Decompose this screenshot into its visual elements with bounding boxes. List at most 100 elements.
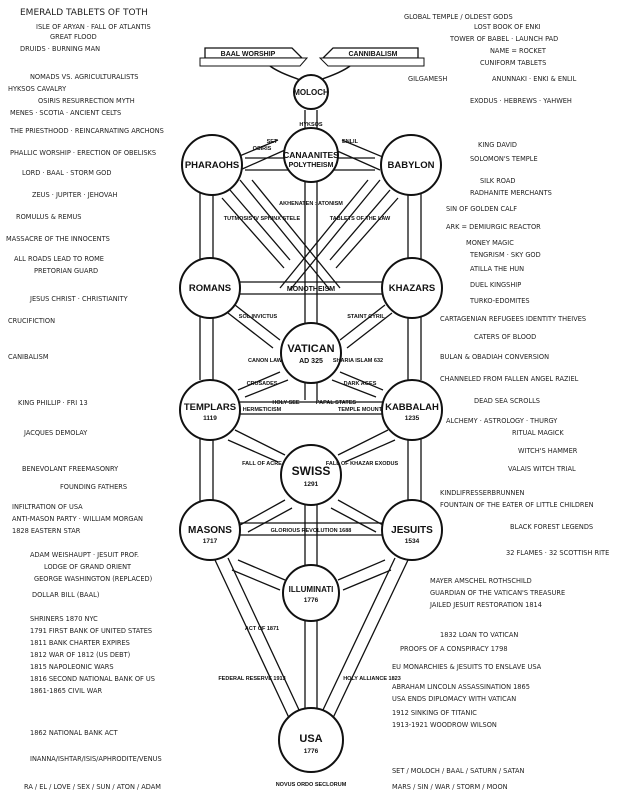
masons-node	[179, 499, 241, 561]
tablets-path-label: TABLETS OF THE LAW	[330, 216, 391, 222]
novus-ordo-label: NOVUS ORDO SECLORUM	[276, 782, 347, 788]
note-right: KING DAVID	[478, 141, 517, 149]
usa-year: 1776	[304, 748, 319, 755]
note-right: ALCHEMY · ASTROLOGY · THURGY	[446, 417, 558, 425]
note-left: ANTI-MASON PARTY · WILLIAM MORGAN	[12, 515, 143, 523]
note-left: RA / EL / LOVE / SEX / SUN / ATON / ADAM	[24, 783, 161, 791]
note-right: ANUNNAKI · ENKI & ENLIL	[492, 75, 577, 83]
khazars-label: KHAZARS	[389, 283, 435, 294]
note-left: BENEVOLANT FREEMASONRY	[22, 465, 119, 473]
note-left: 1861-1865 CIVIL WAR	[30, 687, 103, 695]
note-right: 1912 SINKING OF TITANIC	[392, 709, 477, 717]
note-left: LODGE OF GRAND ORIENT	[44, 563, 132, 571]
note-right: MAYER AMSCHEL ROTHSCHILD	[430, 577, 532, 585]
note-left: ZEUS · JUPITER · JEHOVAH	[32, 191, 118, 199]
note-left: 1815 NAPOLEONIC WARS	[30, 663, 114, 671]
note-left: HYKSOS CAVALRY	[8, 85, 67, 93]
note-left: PRETORIAN GUARD	[34, 267, 99, 275]
illuminati-year: 1776	[304, 597, 319, 604]
note-left: JACQUES DEMOLAY	[24, 429, 88, 437]
note-right: WITCH'S HAMMER	[518, 447, 578, 455]
swiss-label: SWISS	[292, 464, 331, 478]
note-right: RADHANITE MERCHANTS	[470, 189, 552, 197]
note-left: DRUIDS · BURNING MAN	[20, 45, 101, 53]
fall-of-khazar-path-label: FALL OF KHAZAR EXODUS	[326, 461, 399, 467]
note-left: PHALLIC WORSHIP · ERECTION OF OBELISKS	[10, 149, 157, 157]
glorious-revolution-path-label: GLORIOUS REVOLUTION 1688	[271, 528, 352, 534]
cannibalism-banner: CANNIBALISM	[318, 47, 425, 67]
note-right: 1913-1921 WOODROW WILSON	[392, 721, 497, 729]
note-left: SHRINERS 1870 NYC	[30, 615, 98, 623]
note-right: GILGAMESH	[408, 75, 448, 83]
baal-worship-label: BAAL WORSHIP	[221, 51, 276, 58]
romans-node	[179, 257, 241, 319]
note-right: CARTAGENIAN REFUGEES IDENTITY THEIVES	[440, 315, 587, 323]
papal-states-path-label: PAPAL STATES	[316, 400, 356, 406]
polytheism-path-label: POLYTHEISM	[289, 162, 334, 169]
dark-ages-path-label: DARK AGES	[344, 381, 377, 387]
note-right: MONEY MAGIC	[466, 239, 514, 247]
note-right: 32 FLAMES · 32 SCOTTISH RITE	[506, 549, 610, 557]
note-right: CHANNELED FROM FALLEN ANGEL RAZIEL	[440, 375, 579, 383]
note-left: NOMADS VS. AGRICULTURALISTS	[30, 73, 139, 81]
temple-mount-path-label: TEMPLE MOUNT	[338, 407, 383, 413]
pharaohs-label: PHARAOHS	[185, 160, 239, 171]
note-right: SET / MOLOCH / BAAL / SATURN / SATAN	[392, 767, 525, 775]
note-right: PROOFS OF A CONSPIRACY 1798	[400, 645, 508, 653]
note-left: KING PHILLIP · FRI 13	[18, 399, 88, 407]
note-left: 1816 SECOND NATIONAL BANK OF US	[30, 675, 155, 683]
note-right: RITUAL MAGICK	[512, 429, 564, 437]
note-left: INANNA/ISHTAR/ISIS/APHRODITE/VENUS	[30, 755, 162, 763]
crusades-path-label: CRUSADES	[247, 381, 278, 387]
holy-see-path-label: HOLY SEE	[272, 400, 300, 406]
note-left: JESUS CHRIST · CHRISTIANITY	[30, 295, 128, 303]
masons-label: MASONS	[188, 525, 232, 536]
masons-year: 1717	[203, 538, 218, 545]
note-right: ATILLA THE HUN	[470, 265, 525, 273]
note-right: BLACK FOREST LEGENDS	[510, 523, 594, 531]
enlil-path-label: ENLIL	[342, 139, 359, 145]
note-right: SIN OF GOLDEN CALF	[446, 205, 518, 213]
act-of-1871-path-label: ACT OF 1871	[245, 626, 279, 632]
khazars-node	[381, 257, 443, 319]
osiris-path-label: OSIRIS	[253, 146, 272, 152]
note-left: 1828 EASTERN STAR	[12, 527, 81, 535]
note-right: TOWER OF BABEL · LAUNCH PAD	[450, 35, 559, 43]
templars-year: 1119	[203, 415, 217, 422]
sharia-path-label: SHARIA ISLAM 632	[333, 358, 383, 364]
note-right: SOLOMON'S TEMPLE	[470, 155, 538, 163]
note-left: CANIBALISM	[8, 353, 49, 361]
canaanites-node	[283, 127, 339, 183]
note-left: DOLLAR BILL (BAAL)	[32, 591, 100, 599]
cannibalism-label: CANNIBALISM	[349, 51, 398, 58]
note-left: ISLE OF ARYAN · FALL OF ATLANTIS	[36, 23, 151, 31]
canon-law-path-label: CANON LAW	[248, 358, 283, 364]
usa-node	[278, 707, 344, 773]
vatican-label: VATICAN	[287, 343, 334, 355]
note-left: 1811 BANK CHARTER EXPIRES	[30, 639, 130, 647]
note-right: FOUNTAIN OF THE EATER OF LITTLE CHILDREN	[440, 501, 594, 509]
moloch-node	[293, 74, 329, 110]
babylon-node	[380, 134, 442, 196]
monotheism-path-label: MONOTHEISM	[287, 286, 335, 293]
federal-reserve-path-label: FEDERAL RESERVE 1913	[218, 676, 285, 682]
jesuits-label: JESUITS	[391, 525, 433, 536]
kabbalah-label: KABBALAH	[385, 402, 439, 413]
note-right: MARS / SIN / WAR / STORM / MOON	[392, 783, 508, 791]
note-right: GLOBAL TEMPLE / OLDEST GODS	[404, 13, 513, 21]
note-left: MENES · SCOTIA · ANCIENT CELTS	[10, 109, 122, 117]
kabbalah-node	[381, 379, 443, 441]
note-right: DEAD SEA SCROLLS	[474, 397, 540, 405]
note-left: MASSACRE OF THE INNOCENTS	[6, 235, 110, 243]
note-right: ARK = DEMIURGIC REACTOR	[446, 223, 541, 231]
note-left: GREAT FLOOD	[50, 33, 97, 41]
note-right: NAME = ROCKET	[490, 47, 546, 55]
jesuits-node	[381, 499, 443, 561]
swiss-node	[280, 444, 342, 506]
note-left: LORD · BAAL · STORM GOD	[22, 169, 112, 177]
note-right: SILK ROAD	[480, 177, 516, 185]
staint-cyril-path-label: STAINT CYRIL	[347, 314, 385, 320]
note-left: 1862 NATIONAL BANK ACT	[30, 729, 118, 737]
note-left: ROMULUS & REMUS	[16, 213, 82, 221]
note-left: OSIRIS RESURRECTION MYTH	[38, 97, 135, 105]
